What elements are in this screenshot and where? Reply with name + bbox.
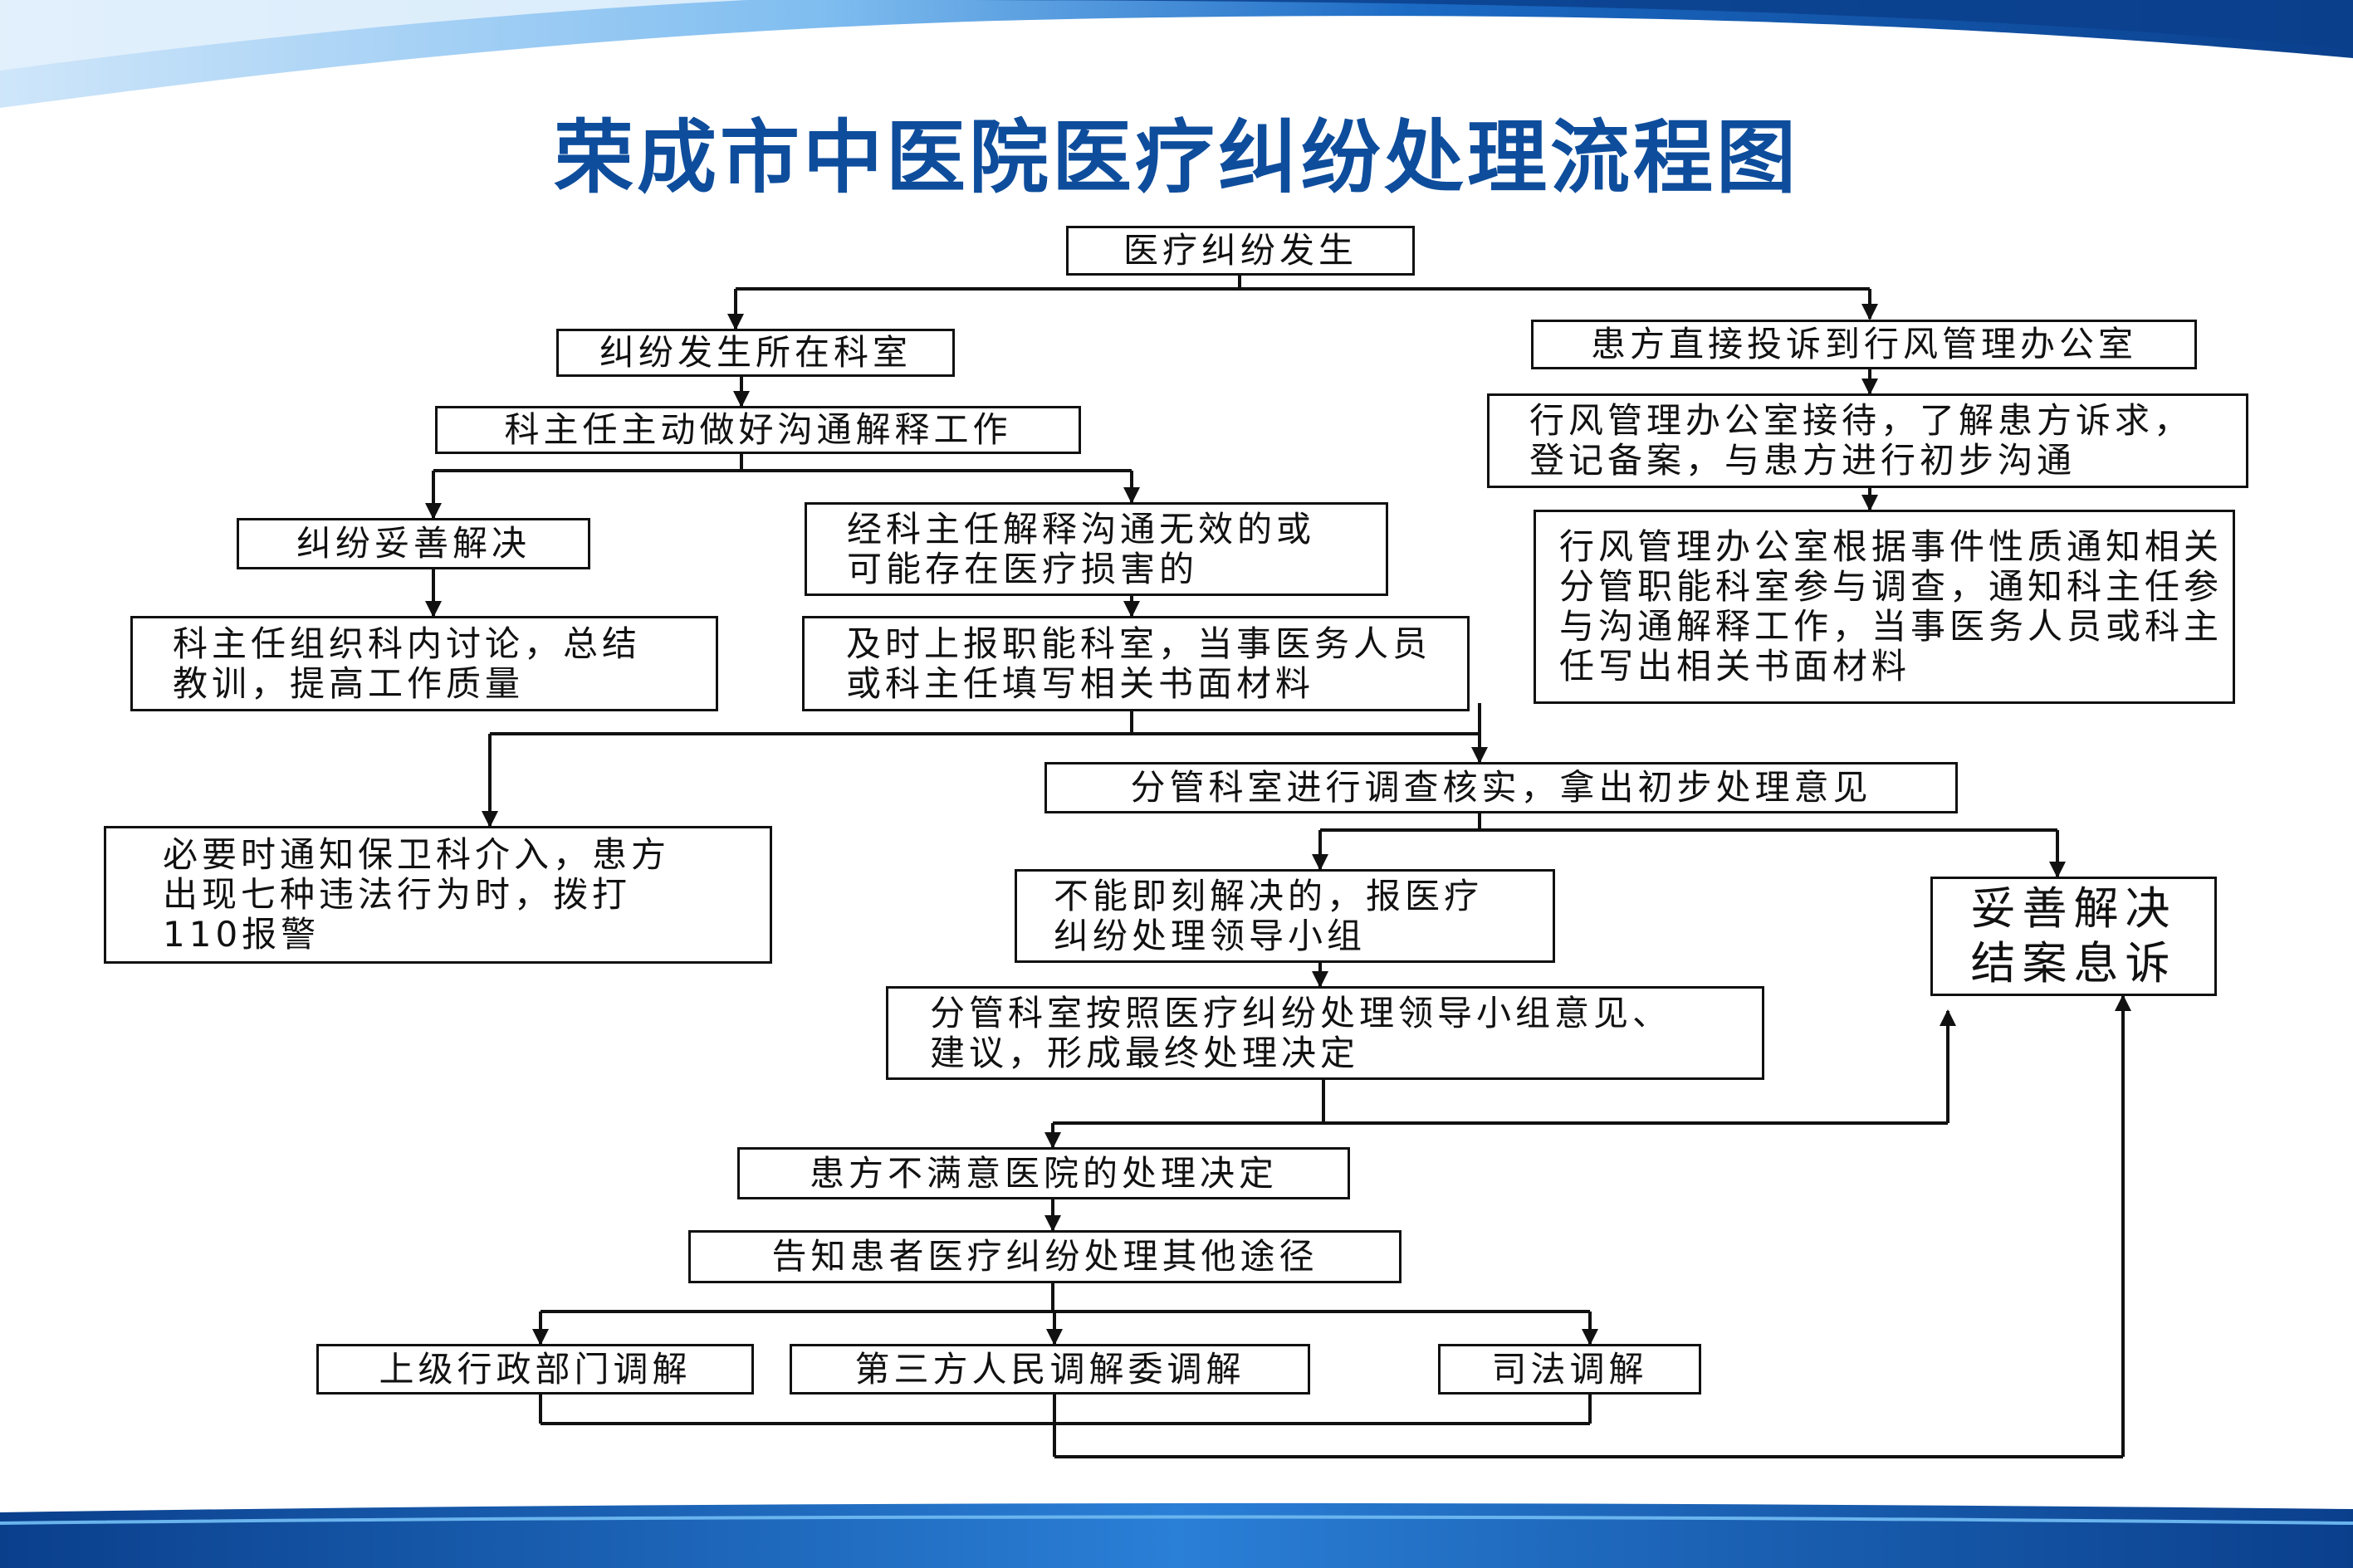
node-leader-group: 不能即刻解决的，报医疗 纠纷处理领导小组 — [1015, 869, 1555, 963]
node-office-reception: 行风管理办公室接待，了解患方诉求， 登记备案，与患方进行初步沟通 — [1487, 393, 2248, 488]
node-other-ways: 告知患者医疗纠纷处理其他途径 — [688, 1230, 1402, 1283]
node-judicial-mediation: 司法调解 — [1438, 1344, 1701, 1395]
node-department-summary: 科主任组织科内讨论，总结 教训，提高工作质量 — [130, 616, 718, 711]
node-admin-mediation: 上级行政部门调解 — [316, 1344, 754, 1395]
node-case-closed: 妥善解决 结案息诉 — [1930, 877, 2217, 996]
node-properly-resolved: 纠纷妥善解决 — [237, 518, 590, 569]
page-title: 荣成市中医院医疗纠纷处理流程图 — [554, 110, 1799, 204]
node-timely-report: 及时上报职能科室，当事医务人员 或科主任填写相关书面材料 — [802, 616, 1470, 711]
node-dispute-occurs: 医疗纠纷发生 — [1066, 226, 1415, 276]
node-investigation: 分管科室进行调查核实，拿出初步处理意见 — [1044, 762, 1958, 813]
node-patient-complaint: 患方直接投诉到行风管理办公室 — [1531, 320, 2197, 369]
node-office-notify: 行风管理办公室根据事件性质通知相关 分管职能科室参与调查，通知科主任参 与沟通解… — [1534, 510, 2235, 704]
node-director-communication: 科主任主动做好沟通解释工作 — [435, 406, 1081, 454]
node-patient-dissatisfied: 患方不满意医院的处理决定 — [737, 1147, 1350, 1199]
node-communication-ineffective: 经科主任解释沟通无效的或 可能存在医疗损害的 — [805, 502, 1388, 596]
node-final-decision: 分管科室按照医疗纠纷处理领导小组意见、 建议，形成最终处理决定 — [886, 986, 1764, 1080]
node-security-police: 必要时通知保卫科介入，患方 出现七种违法行为时，拨打 110报警 — [104, 826, 772, 964]
node-third-party-mediation: 第三方人民调解委调解 — [790, 1344, 1310, 1395]
node-department: 纠纷发生所在科室 — [556, 329, 955, 377]
